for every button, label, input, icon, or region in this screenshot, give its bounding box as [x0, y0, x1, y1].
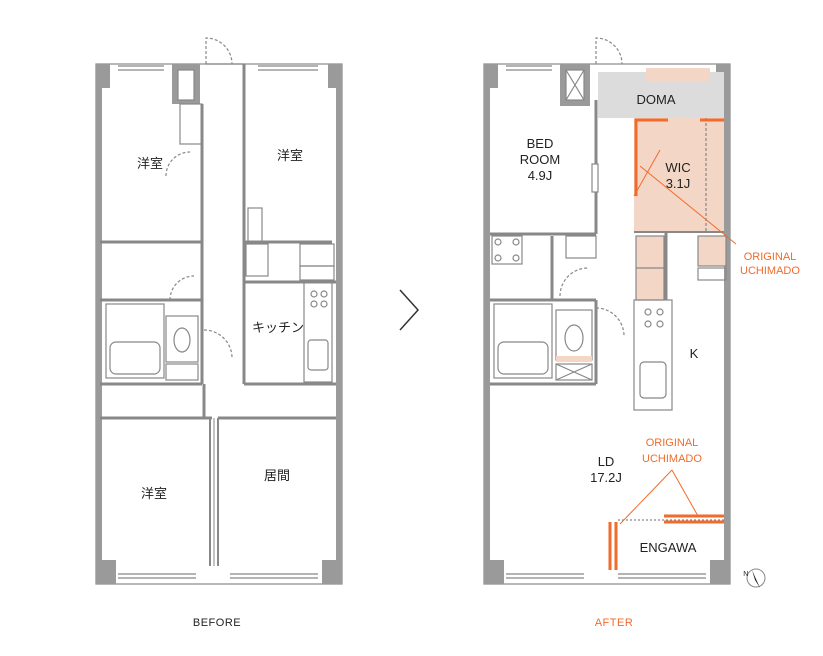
after-bedroom-line1: BED [527, 136, 554, 151]
after-doma: DOMA [637, 92, 676, 107]
after-caption: AFTER [595, 617, 634, 629]
after-bedroom-size: 4.9J [528, 168, 553, 183]
before-caption: BEFORE [193, 617, 241, 629]
before-room-bottom-left: 洋室 [141, 486, 167, 501]
wic-area [634, 118, 724, 232]
after-bedroom-line2: ROOM [520, 152, 560, 167]
after-wic: WIC [665, 160, 690, 175]
before-kitchen: キッチン [252, 320, 304, 335]
annotation-lower-line2: UCHIMADO [642, 453, 702, 465]
after-ld: LD [598, 454, 615, 469]
annotation-upper-line2: UCHIMADO [740, 265, 800, 277]
after-k: K [690, 346, 699, 361]
compass-icon: N [743, 568, 766, 588]
before-living: 居間 [264, 468, 290, 483]
before-room-top-right: 洋室 [277, 148, 303, 163]
compass-label: N [743, 571, 749, 578]
annotation-lower-line1: ORIGINAL [646, 437, 699, 449]
before-plan [95, 37, 343, 585]
before-room-top-left: 洋室 [137, 156, 163, 171]
after-wic-size: 3.1J [666, 176, 691, 191]
after-plan [483, 37, 737, 585]
annotation-upper-line1: ORIGINAL [744, 251, 797, 263]
chevron-right-icon [399, 289, 420, 331]
after-ld-size: 17.2J [590, 470, 622, 485]
before-wall-left [96, 64, 102, 584]
after-engawa: ENGAWA [640, 540, 697, 555]
before-wall-right [336, 64, 342, 584]
